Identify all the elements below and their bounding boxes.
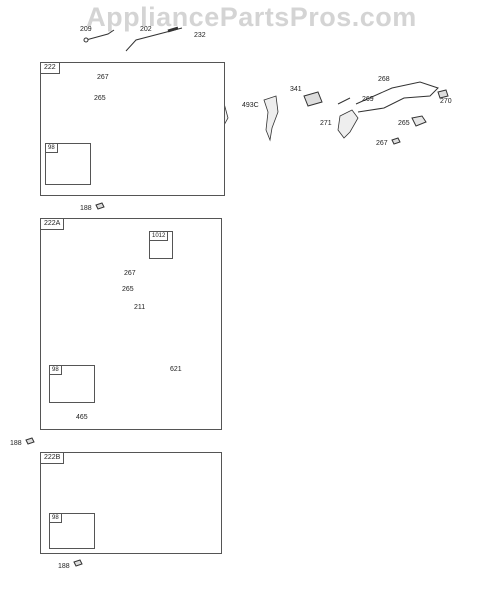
part-label-265-right: 265: [398, 120, 410, 127]
part-label-267-222a: 267: [124, 270, 136, 277]
box-222-inset-98: 98: [45, 143, 91, 185]
part-label-270: 270: [440, 98, 452, 105]
bushing-341-drawing: [303, 91, 323, 107]
part-label-465: 465: [76, 414, 88, 421]
part-label-341: 341: [290, 86, 302, 93]
cable-268-drawing: [355, 81, 439, 113]
lever-271-drawing: [337, 109, 359, 139]
rod-202-drawing: [125, 26, 183, 52]
part-label-267-right: 267: [376, 140, 388, 147]
box-222a-inset-98: 98: [49, 365, 95, 403]
box-222b: 222B 98: [40, 452, 222, 554]
box-222a-label: 222A: [40, 218, 65, 230]
rod-209-drawing: [83, 29, 115, 43]
part-label-268: 268: [378, 76, 390, 83]
clip-265-right-drawing: [411, 115, 427, 127]
box-222-label: 222: [40, 62, 60, 74]
watermark: AppliancePartsPros.com: [86, 2, 417, 32]
part-label-188-a: 188: [80, 205, 92, 212]
part-label-265: 265: [94, 95, 106, 102]
part-label-493c: 493C: [242, 102, 259, 109]
box-222: 222 98: [40, 62, 225, 196]
screw-188-c-drawing: [73, 559, 83, 567]
lever-493c-drawing: [263, 95, 279, 142]
part-label-621: 621: [170, 366, 182, 373]
part-label-265-222a: 265: [122, 286, 134, 293]
part-label-211: 211: [134, 304, 146, 311]
part-label-202: 202: [140, 26, 152, 33]
screw-188-a-drawing: [95, 202, 105, 210]
box-222-inset-label: 98: [45, 143, 58, 153]
part-label-269: 269: [362, 96, 374, 103]
box-222b-label: 222B: [40, 452, 65, 464]
screw-188-b-drawing: [25, 437, 35, 445]
screw-267-right-drawing: [391, 137, 401, 145]
screw-270-drawing: [437, 89, 449, 99]
part-label-188-b: 188: [10, 440, 22, 447]
part-label-209: 209: [80, 26, 92, 33]
box-222a: 222A 1012 98: [40, 218, 222, 430]
box-222b-inset-98: 98: [49, 513, 95, 549]
part-label-267: 267: [97, 74, 109, 81]
box-222a-kit-1012: 1012: [149, 231, 173, 259]
box-222b-inset-label: 98: [49, 513, 62, 523]
spring-269-drawing: [337, 97, 351, 105]
part-label-188-c: 188: [58, 563, 70, 570]
part-label-271: 271: [320, 120, 332, 127]
part-label-232: 232: [194, 32, 206, 39]
box-222a-inset-label: 98: [49, 365, 62, 375]
box-222a-kit-label: 1012: [149, 231, 169, 241]
